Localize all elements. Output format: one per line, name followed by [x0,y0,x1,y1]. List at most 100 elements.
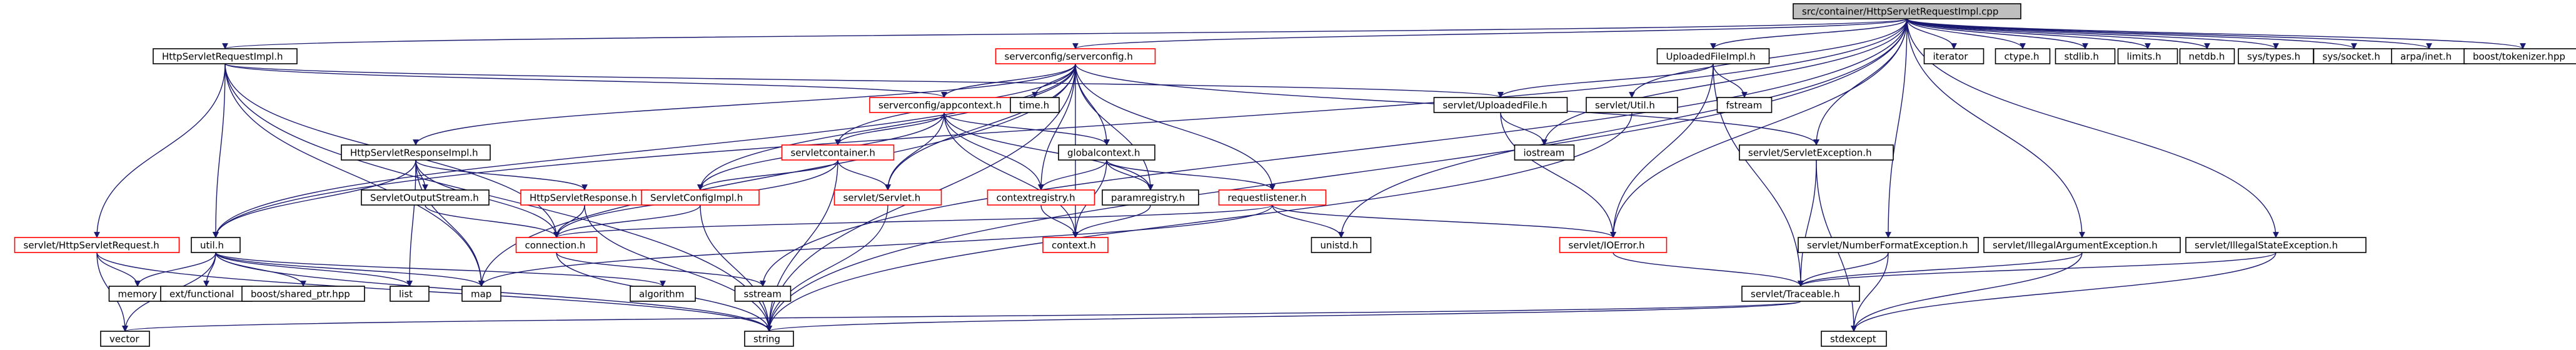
node-sys-socket-h[interactable]: sys/socket.h [2313,48,2395,64]
edge-respimpl-h-to-httpresponse-h [415,159,588,191]
edge-respimpl-h-to-list [406,159,416,287]
node-box [2185,237,2367,253]
node-label: netdb.h [2189,51,2225,62]
edge-appcontext-h-to-contextregistry-h [943,112,1044,191]
edge-reqimpl-h-to-util-h [213,63,226,238]
node-ioerror-h[interactable]: servlet/IOError.h [1559,237,1668,253]
node-label: servlet/IllegalStateException.h [2195,240,2338,251]
node-reqimpl-h[interactable]: HttpServletRequestImpl.h [153,48,298,64]
node-context-h[interactable]: context.h [1042,237,1109,253]
node-label: fstream [1726,100,1763,111]
node-servlet-h[interactable]: servlet/Servlet.h [833,189,942,206]
node-box [461,286,501,302]
edge-serverconfig-h-to-contextregistry-h [1038,63,1076,191]
node-memory[interactable]: memory [108,286,167,302]
node-servletcontainer-h[interactable]: servletcontainer.h [781,144,895,161]
node-label: HttpServletResponse.h [530,192,637,204]
node-traceable-h[interactable]: servlet/Traceable.h [1741,286,1860,302]
node-util-servlet-h[interactable]: servlet/Util.h [1586,97,1678,113]
edge-serverconfig-h-to-respimpl-h [413,63,1076,146]
node-globalcontext-h[interactable]: globalcontext.h [1058,144,1155,161]
node-netdb-h[interactable]: netdb.h [2179,48,2235,64]
edge-root-to-iostream [1541,18,1908,146]
node-stdexcept[interactable]: stdexcept [1821,331,1887,347]
node-fstream[interactable]: fstream [1716,97,1773,113]
edge-serverconfig-h-to-servletconfigimpl-h [697,63,1076,191]
node-box [1995,48,2051,64]
edge-uploadedfileimpl-h-to-fstream [1713,63,1748,98]
node-label: serverconfig/appcontext.h [878,100,1002,111]
edge-util-h-to-map [215,252,485,287]
node-box [1656,48,1770,64]
node-connection-h[interactable]: connection.h [515,237,598,253]
node-sstream[interactable]: sstream [734,286,792,302]
node-label: memory [118,289,158,300]
node-iostream[interactable]: iostream [1514,144,1575,161]
node-servletexception-h[interactable]: servlet/ServletException.h [1739,144,1894,161]
edge-root-to-illegalargument-h [1906,18,2085,238]
edge-util-h-to-ext-functional [203,252,216,287]
edge-serverconfig-h-to-time-h [1032,63,1076,98]
node-string[interactable]: string [744,331,794,347]
edge-reqimpl-h-to-httprequest-h [94,63,226,238]
edge-traceable-h-to-string [766,301,1801,332]
node-label: stdlib.h [2065,51,2099,62]
node-stdlib-h[interactable]: stdlib.h [2055,48,2116,64]
node-iterator[interactable]: iterator [1923,48,1985,64]
edge-httprequest-h-to-string [96,252,772,332]
node-httpresponse-h[interactable]: HttpServletResponse.h [520,189,649,206]
edge-servlet-h-to-string [766,204,888,332]
node-servletconfigimpl-h[interactable]: ServletConfigImpl.h [641,189,760,206]
node-illegalstate-h[interactable]: servlet/IllegalStateException.h [2185,237,2367,253]
edge-requestlistener-h-to-ioerror-h [1272,204,1616,238]
node-list[interactable]: list [390,286,430,302]
node-box [520,189,649,206]
edge-reqimpl-h-to-map [224,63,485,287]
edge-root-to-iterator [1906,18,1957,49]
node-ext-functional[interactable]: ext/functional [160,286,253,302]
node-outputstream-h[interactable]: ServletOutputStream.h [361,189,490,206]
node-requestlistener-h[interactable]: requestlistener.h [1218,189,1327,206]
node-label: ServletConfigImpl.h [650,192,743,204]
node-uploadedfile-h[interactable]: servlet/UploadedFile.h [1433,97,1568,113]
edge-root-to-serverconfig-h [1072,18,1908,49]
node-illegalargument-h[interactable]: servlet/IllegalArgumentException.h [1983,237,2181,253]
node-boost-shared-ptr[interactable]: boost/shared_ptr.hpp [241,286,365,302]
node-vector[interactable]: vector [100,331,150,347]
node-box [1042,237,1109,253]
edge-globalcontext-h-to-requestlistener-h [1106,159,1275,191]
node-unistd-h[interactable]: unistd.h [1311,237,1372,253]
edge-numberformat-h-to-traceable-h [1798,252,1889,287]
node-appcontext-h[interactable]: serverconfig/appcontext.h [869,97,1019,113]
node-util-h[interactable]: util.h [191,237,241,253]
edge-root-to-string [766,18,1908,332]
edge-contextregistry-h-to-context-h [1040,204,1079,238]
node-box [100,331,150,347]
node-contextregistry-h[interactable]: contextregistry.h [987,189,1095,206]
edge-util-h-to-list [215,252,413,287]
node-map[interactable]: map [461,286,501,302]
node-numberformat-h[interactable]: servlet/NumberFormatException.h [1798,237,1979,253]
node-httprequest-h[interactable]: servlet/HttpServletRequest.h [14,237,180,253]
node-algorithm[interactable]: algorithm [630,286,696,302]
node-boost-tokenizer[interactable]: boost/tokenizer.hpp [2463,48,2576,64]
node-sys-types-h[interactable]: sys/types.h [2238,48,2314,64]
node-label: connection.h [525,240,586,251]
node-root[interactable]: src/container/HttpServletRequestImpl.cpp [1793,3,2021,19]
node-paramregistry-h[interactable]: paramregistry.h [1102,189,1199,206]
node-box [1514,144,1575,161]
node-limits-h[interactable]: limits.h [2117,48,2178,64]
node-arpa-inet-h[interactable]: arpa/inet.h [2391,48,2467,64]
node-label: HttpServletRequestImpl.h [162,51,283,62]
node-ctype-h[interactable]: ctype.h [1995,48,2051,64]
node-serverconfig-h[interactable]: serverconfig/serverconfig.h [995,48,1156,64]
edge-globalcontext-h-to-paramregistry-h [1106,159,1154,191]
edge-root-to-arpa-inet-h [1906,18,2432,49]
edge-respimpl-h-to-map [415,159,485,287]
node-time-h[interactable]: time.h [1010,97,1060,113]
node-box [1716,97,1773,113]
node-uploadedfileimpl-h[interactable]: UploadedFileImpl.h [1656,48,1770,64]
node-label: sstream [744,289,782,300]
node-respimpl-h[interactable]: HttpServletResponseImpl.h [341,144,491,161]
edge-illegalargument-h-to-stdexcept [1851,252,2083,332]
